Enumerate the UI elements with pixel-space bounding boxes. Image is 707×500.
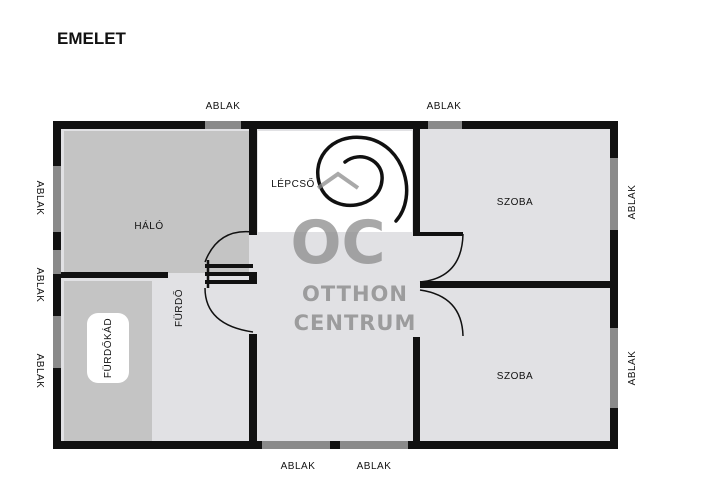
bathtub: [87, 313, 129, 383]
szoba-top-floor: [420, 131, 608, 281]
window-openings: [53, 121, 618, 449]
outer-walls: [53, 121, 618, 449]
window-bottom-1: [262, 441, 330, 449]
window-label-bottom-2: ABLAK: [357, 461, 392, 472]
window-label-right-1: ABLAK: [627, 185, 638, 220]
window-label-left-3: ABLAK: [34, 354, 45, 389]
window-label-top-left: ABLAK: [206, 101, 241, 112]
house-roof-icon: [316, 171, 360, 190]
interior-walls: [60, 127, 613, 444]
watermark-mark: OC: [290, 208, 385, 278]
door-swings: [204, 230, 464, 337]
door-halo-swing: [204, 230, 254, 263]
window-bottom-2: [340, 441, 408, 449]
bathtub-label: FÜRDŐKÁD: [100, 318, 114, 378]
window-left-3: [53, 316, 61, 368]
window-label-left-2: ABLAK: [34, 268, 45, 303]
window-left-2: [53, 250, 61, 274]
halo-floor: [64, 131, 249, 273]
window-label-bottom-1: ABLAK: [281, 461, 316, 472]
watermark: OC OTTHON CENTRUM: [290, 171, 417, 335]
room-label-lepcso: LÉPCSŐ: [271, 176, 315, 190]
window-left-1: [53, 166, 61, 232]
door-szoba-top-swing: [419, 233, 464, 283]
door-furdo-swing: [204, 287, 254, 333]
door-szoba-bottom-swing: [419, 289, 464, 337]
room-label-szoba-bottom: SZOBA: [497, 371, 533, 382]
room-label-halo: HÁLÓ: [134, 219, 163, 232]
window-top-left: [205, 121, 241, 129]
window-right-2: [610, 328, 618, 408]
room-label-furdo: FÜRDŐ: [171, 289, 185, 327]
watermark-line1: OTTHON: [302, 282, 408, 306]
page-title: EMELET: [57, 29, 127, 48]
window-label-left-1: ABLAK: [34, 181, 45, 216]
window-right-1: [610, 158, 618, 230]
szoba-bottom-floor: [420, 290, 608, 440]
room-label-szoba-top: SZOBA: [497, 197, 533, 208]
window-label-right-2: ABLAK: [627, 351, 638, 386]
watermark-line2: CENTRUM: [294, 311, 417, 335]
window-top-right: [428, 121, 462, 129]
window-label-top-right: ABLAK: [427, 101, 462, 112]
